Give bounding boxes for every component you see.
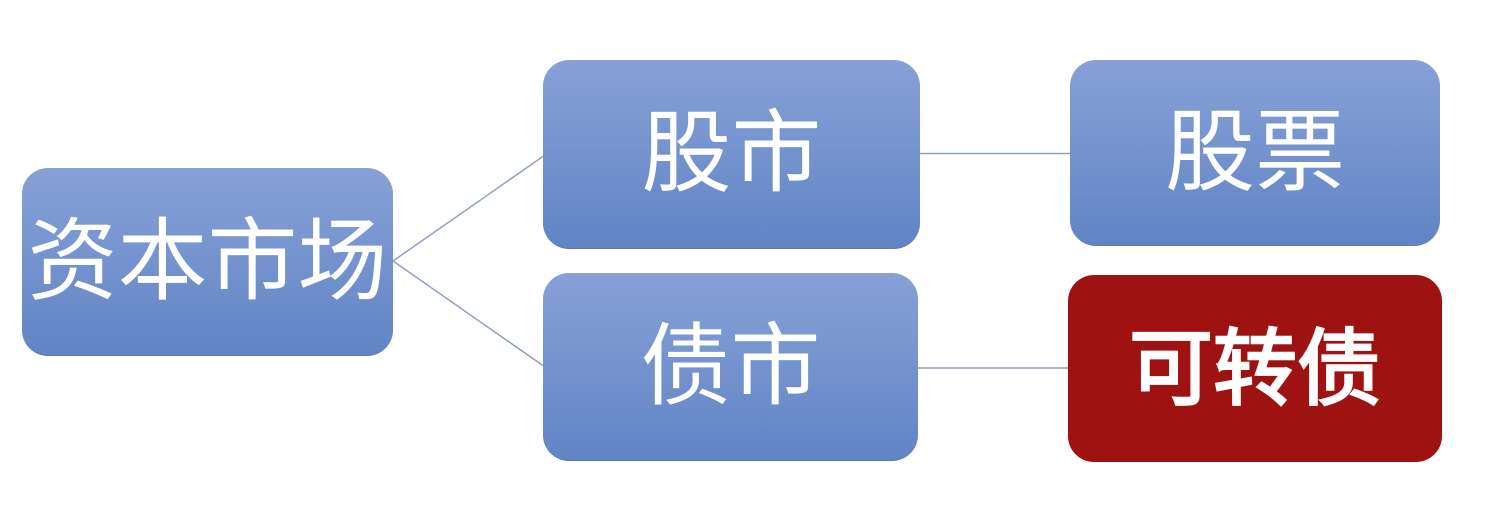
- node-bond-market: 债市: [543, 273, 918, 461]
- node-bond-market-label: 债市: [640, 316, 821, 417]
- connector-capital-to-bond-market: [392, 260, 546, 368]
- node-capital-market: 资本市场: [22, 168, 393, 356]
- node-stock-market-label: 股市: [641, 104, 822, 204]
- node-capital-market-label: 资本市场: [27, 211, 388, 312]
- node-convertible-bond-label: 可转债: [1128, 321, 1381, 416]
- node-stock-market: 股市: [543, 60, 920, 249]
- node-convertible-bond: 可转债: [1068, 275, 1442, 462]
- node-stock-label: 股票: [1165, 102, 1345, 203]
- connector-capital-to-stock-market: [392, 154, 546, 262]
- node-stock: 股票: [1070, 60, 1440, 246]
